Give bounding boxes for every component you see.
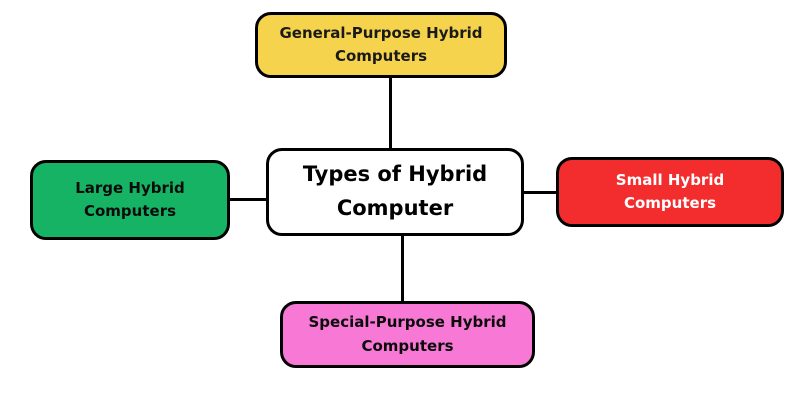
connector-top bbox=[389, 78, 392, 150]
node-general-purpose-hybrid-computers: General-Purpose Hybrid Computers bbox=[255, 12, 507, 78]
node-label: Large Hybrid Computers bbox=[75, 178, 185, 220]
node-large-hybrid-computers: Large Hybrid Computers bbox=[30, 160, 230, 240]
node-label: Special-Purpose Hybrid Computers bbox=[308, 313, 507, 355]
node-special-purpose-hybrid-computers: Special-Purpose Hybrid Computers bbox=[280, 301, 535, 368]
connector-bottom bbox=[401, 234, 404, 303]
node-label: General-Purpose Hybrid Computers bbox=[279, 23, 483, 65]
node-small-hybrid-computers: Small Hybrid Computers bbox=[556, 157, 784, 227]
node-types-of-hybrid-computer: Types of Hybrid Computer bbox=[266, 148, 524, 236]
connector-right bbox=[522, 191, 558, 194]
node-label: Types of Hybrid Computer bbox=[302, 162, 488, 220]
node-label: Small Hybrid Computers bbox=[615, 170, 725, 212]
connector-left bbox=[228, 198, 268, 201]
